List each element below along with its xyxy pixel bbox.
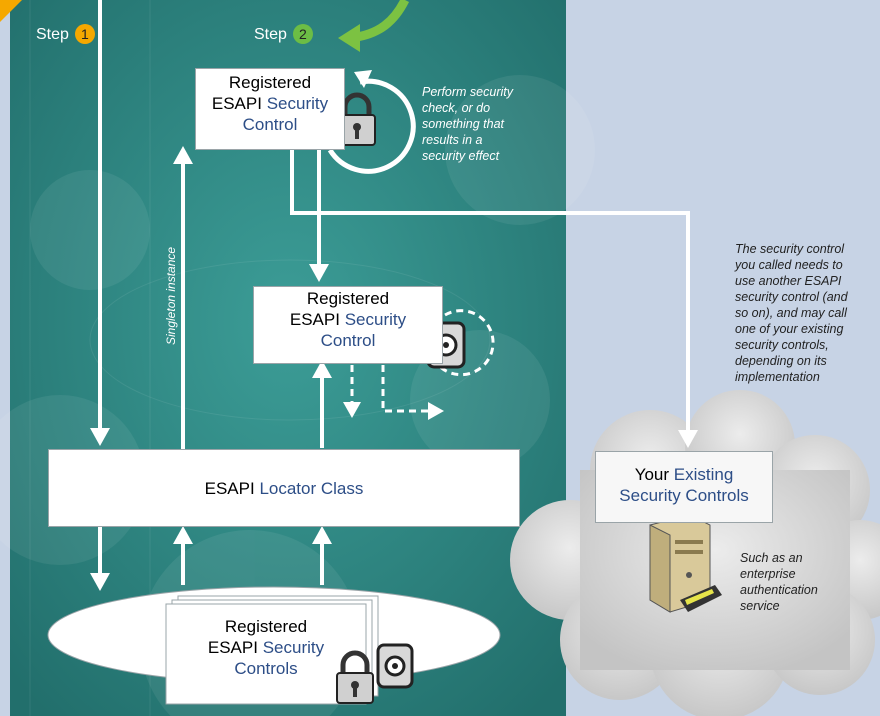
- loop-arrowhead: [354, 70, 372, 88]
- padlock-icon-top: [338, 92, 376, 146]
- singleton-instance-label: Singleton instance: [164, 246, 178, 345]
- esapi-locator-class-box[interactable]: ESAPI Locator Class: [48, 449, 520, 527]
- locator-plain: ESAPI: [204, 479, 255, 498]
- existing-security-controls-box[interactable]: Your Existing Security Controls: [595, 451, 773, 523]
- called-control-note: The security control you called needs to…: [735, 242, 848, 384]
- top-control-line1: Registered: [228, 73, 312, 92]
- step2-arrowhead: [338, 24, 360, 52]
- flow-lines: [98, 0, 690, 585]
- existing-line2: Security Controls: [619, 486, 749, 505]
- registry-line1: Registered: [224, 617, 308, 636]
- safe-lock-icon-bottom: [376, 643, 414, 689]
- mid-control-line1: Registered: [306, 289, 390, 308]
- perform-security-note: Perform security check, or do something …: [422, 85, 513, 163]
- top-control-line2: ESAPI Security: [211, 94, 329, 113]
- registry-line3: Controls: [234, 659, 298, 678]
- step-1-label: Step 1: [36, 24, 95, 45]
- step1-arrow: [0, 0, 22, 22]
- dashed-arrowheads: [343, 402, 444, 420]
- step-2-badge: 2: [292, 24, 313, 44]
- step-2-text: Step: [254, 26, 287, 43]
- registered-controls-card[interactable]: Registered ESAPI Security Controls: [166, 604, 366, 704]
- stacked-card: [165, 603, 367, 705]
- existing-line1: Your Existing: [634, 465, 734, 484]
- arrowheads: [90, 146, 698, 591]
- mid-control-line3: Control: [320, 331, 376, 350]
- registry-line2: ESAPI Security: [207, 638, 325, 657]
- top-control-line3: Control: [242, 115, 298, 134]
- step-1-badge: 1: [74, 24, 95, 44]
- top-security-control-box[interactable]: Registered ESAPI Security Control: [195, 68, 345, 150]
- step-2-label: Step 2: [254, 24, 313, 45]
- mid-security-control-box[interactable]: Registered ESAPI Security Control: [253, 286, 443, 364]
- mid-control-line2: ESAPI Security: [289, 310, 407, 329]
- server-icon: [649, 514, 722, 613]
- locator-blue: Locator Class: [259, 479, 364, 498]
- padlock-icon-bottom: [336, 650, 374, 704]
- security-check-loop: [327, 78, 416, 174]
- enterprise-service-note: Such as an enterprise authentication ser…: [740, 551, 818, 613]
- step-1-text: Step: [36, 26, 69, 43]
